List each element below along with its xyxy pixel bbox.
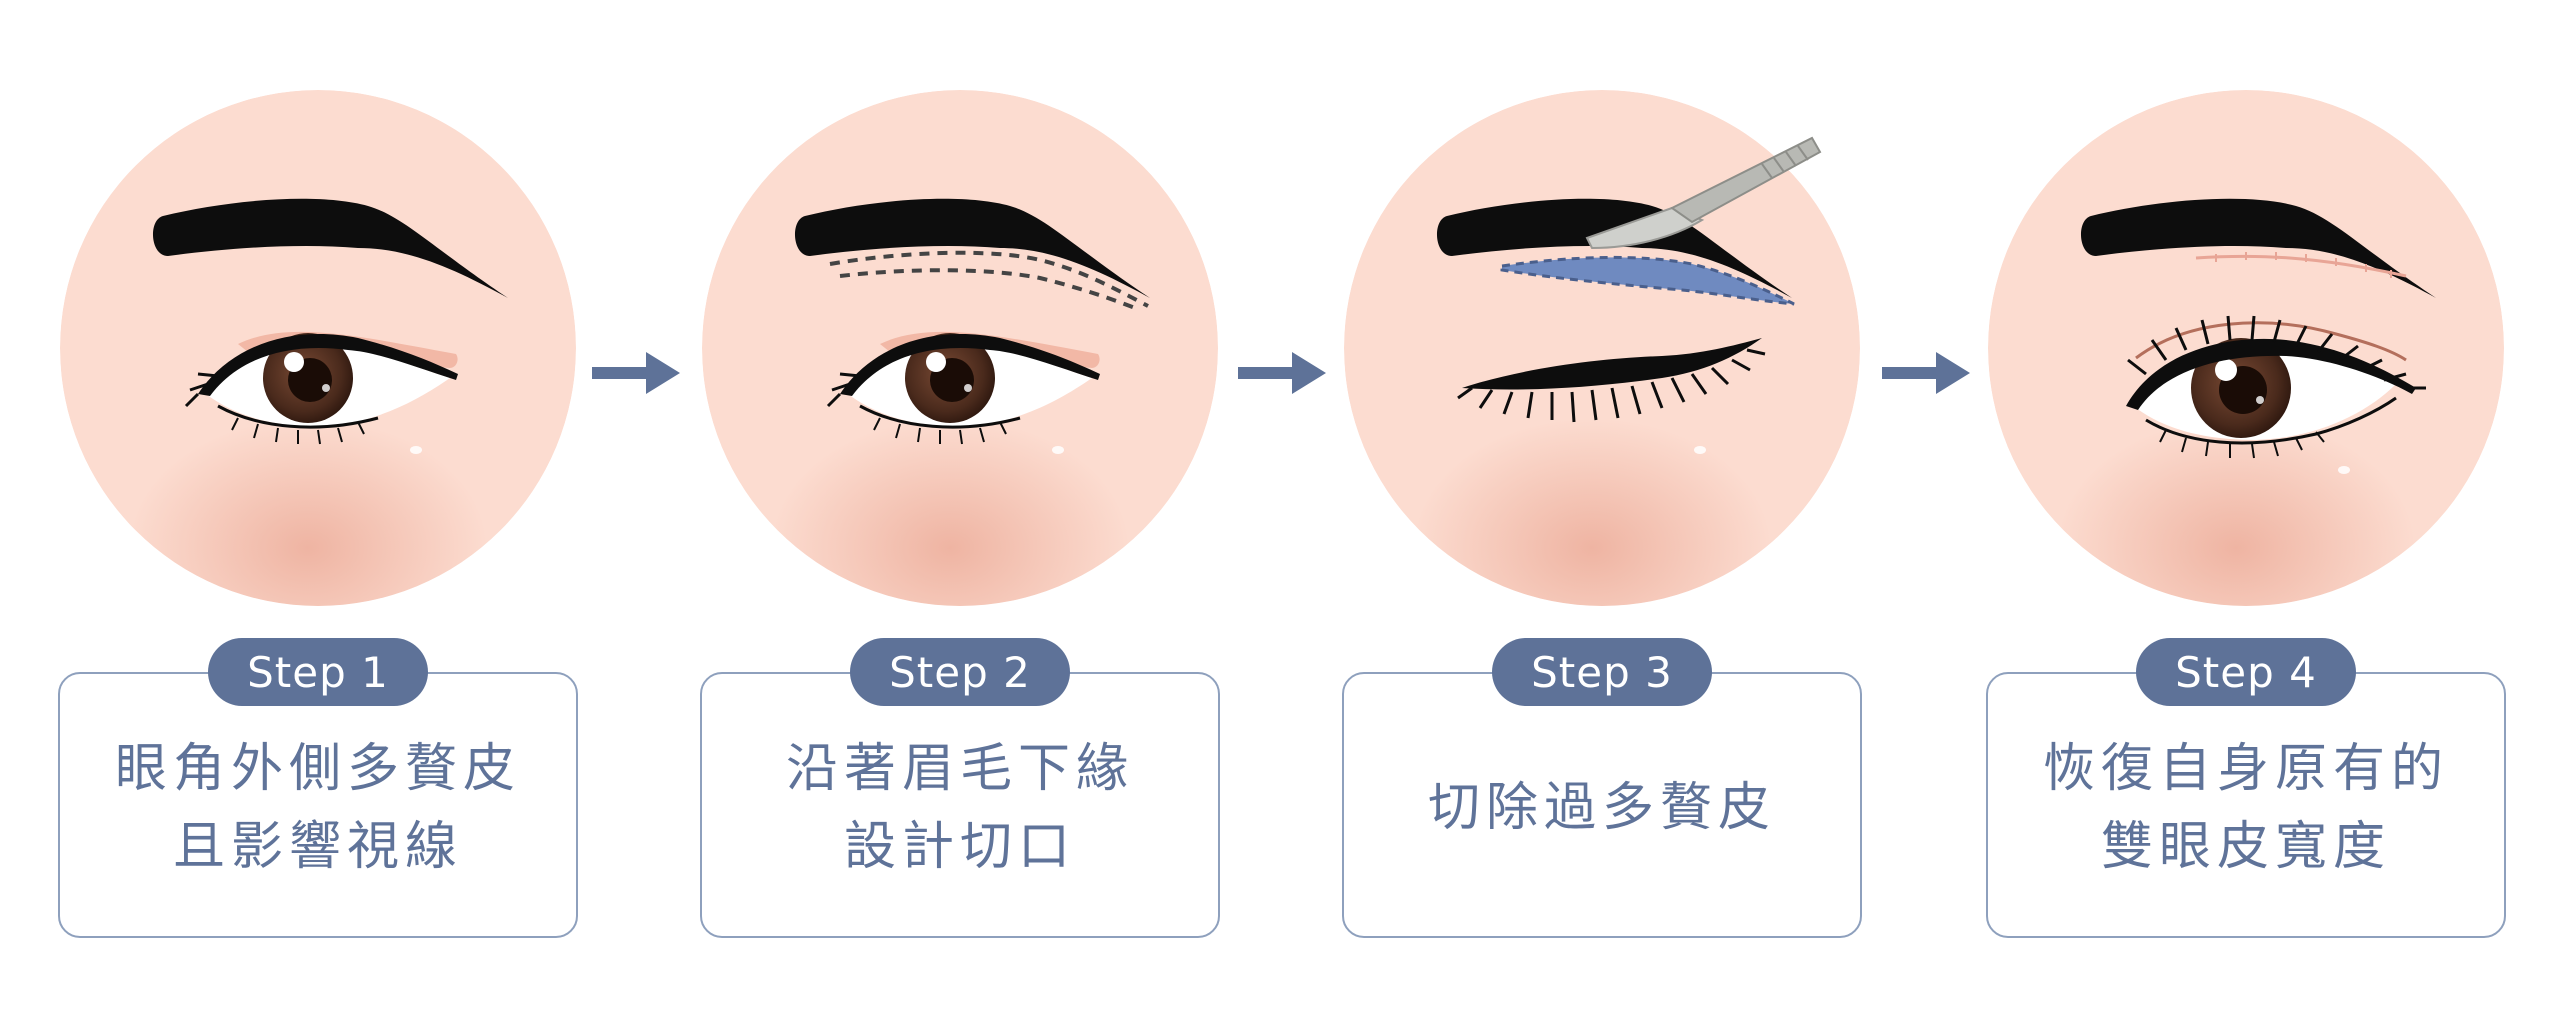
step-3: 切除過多贅皮 Step 3 bbox=[1342, 0, 1862, 1024]
caption-line: 且影響視線 bbox=[172, 817, 463, 877]
caption-line: 雙眼皮寬度 bbox=[2100, 817, 2391, 877]
right-arrow-icon bbox=[1880, 350, 1972, 396]
caption-box: 恢復自身原有的 雙眼皮寬度 bbox=[1986, 672, 2506, 938]
caption-text: 恢復自身原有的 雙眼皮寬度 bbox=[2043, 724, 2449, 886]
caption-line: 眼角外側多贅皮 bbox=[114, 739, 521, 799]
incision-design-eye-icon bbox=[700, 88, 1220, 608]
step-1: 眼角外側多贅皮 且影響視線 Step 1 bbox=[58, 0, 578, 1024]
caption-text: 眼角外側多贅皮 且影響視線 bbox=[115, 724, 521, 886]
step-label: Step 2 bbox=[850, 638, 1070, 706]
right-arrow-icon bbox=[1236, 350, 1328, 396]
step-2: 沿著眉毛下緣 設計切口 Step 2 bbox=[700, 0, 1220, 1024]
skin-removal-scalpel-icon bbox=[1342, 88, 1862, 608]
step-label: Step 1 bbox=[208, 638, 428, 706]
step-4: 恢復自身原有的 雙眼皮寬度 Step 4 bbox=[1986, 0, 2506, 1024]
caption-line: 設計切口 bbox=[843, 817, 1076, 877]
caption-box: 沿著眉毛下緣 設計切口 bbox=[700, 672, 1220, 938]
right-arrow-icon bbox=[590, 350, 682, 396]
caption-box: 眼角外側多贅皮 且影響視線 bbox=[58, 672, 578, 938]
caption-line: 恢復自身原有的 bbox=[2042, 739, 2449, 799]
step-label: Step 3 bbox=[1492, 638, 1712, 706]
caption-box: 切除過多贅皮 bbox=[1342, 672, 1862, 938]
caption-line: 沿著眉毛下緣 bbox=[785, 739, 1134, 799]
caption-text: 沿著眉毛下緣 設計切口 bbox=[786, 724, 1134, 886]
caption-text: 切除過多贅皮 bbox=[1428, 763, 1776, 847]
restored-double-eyelid-eye-icon bbox=[1986, 88, 2506, 608]
caption-line: 切除過多贅皮 bbox=[1427, 778, 1776, 838]
step-label: Step 4 bbox=[2136, 638, 2356, 706]
droopy-eyelid-eye-icon bbox=[58, 88, 578, 608]
